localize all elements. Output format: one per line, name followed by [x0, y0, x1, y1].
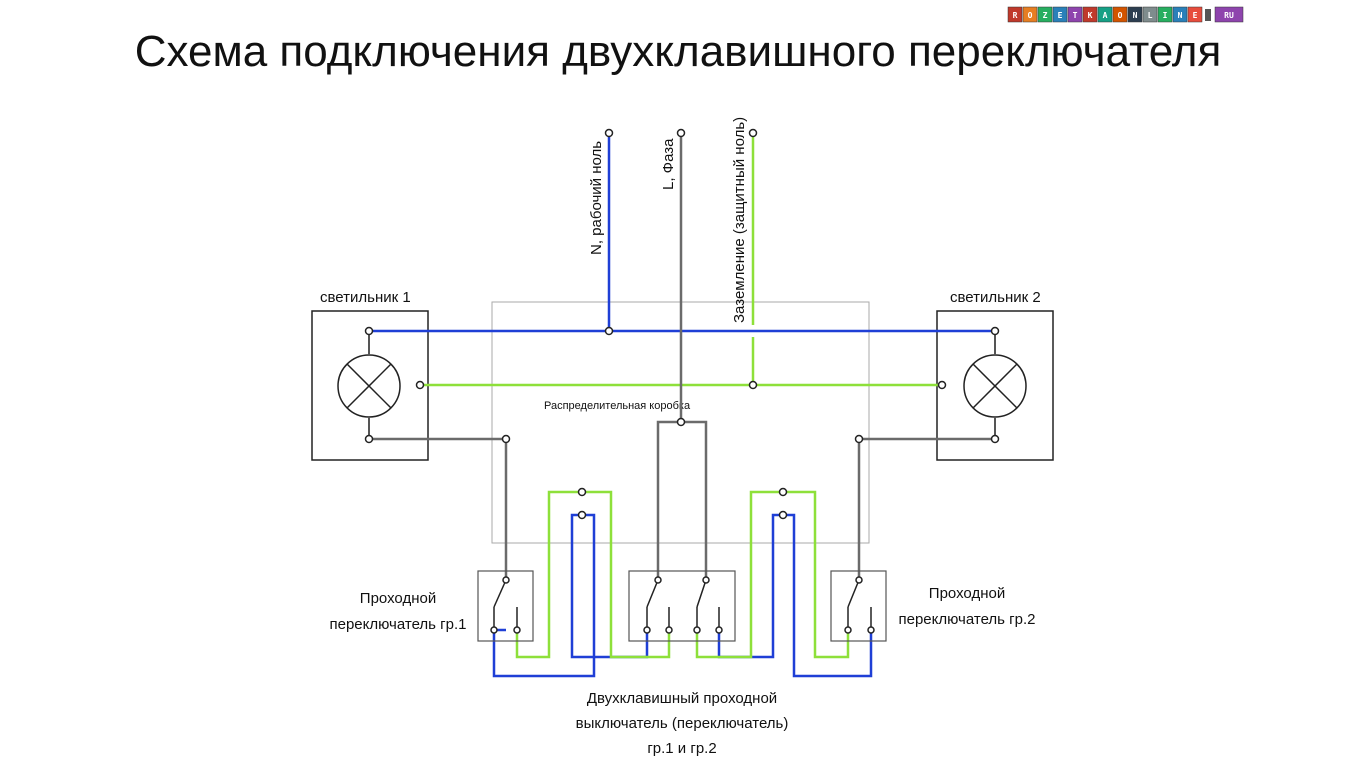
logo-letter: O: [1028, 11, 1033, 20]
logo-tile: [1187, 6, 1203, 23]
logo-tile: [1127, 6, 1143, 23]
switch-levers: [493, 579, 872, 628]
logo-tile: [1007, 6, 1023, 23]
logo-tile: [1037, 6, 1053, 23]
logo-tile: [1052, 6, 1068, 23]
switch-center-label-2: выключатель (переключатель): [576, 715, 789, 732]
lamp2-icon: [963, 354, 1027, 418]
ground-wire-label: Заземление (защитный ноль): [731, 117, 748, 323]
logo-letter: R: [1013, 11, 1018, 20]
logo-letter: A: [1103, 11, 1108, 20]
logo-letter: K: [1088, 11, 1093, 20]
switch-center-label-3: гр.1 и гр.2: [647, 740, 716, 757]
switch-left-label-2: переключатель гр.1: [330, 616, 467, 633]
logo-tile: [1082, 6, 1098, 23]
neutral-wire-label: N, рабочий ноль: [588, 141, 605, 255]
logo-letter: N: [1178, 11, 1183, 20]
diagram-title: Схема подключения двухклавишного переклю…: [135, 27, 1222, 76]
logo-tile: [1112, 6, 1128, 23]
switch-center-box: [628, 570, 736, 642]
switch-center-label-1: Двухклавишный проходной: [587, 690, 777, 707]
logo-letter: T: [1073, 11, 1078, 20]
logo-tile: [1067, 6, 1083, 23]
terminals: [364, 128, 1000, 634]
phase-wires: [369, 133, 995, 578]
switch-right-label-2: переключатель гр.2: [899, 611, 1036, 628]
logo-tile: [1022, 6, 1038, 23]
logo-letter: E: [1193, 11, 1198, 20]
site-logo: R O Z E T K A O N L I N E RU: [1007, 6, 1244, 23]
junction-box-label: Распределительная коробка: [544, 400, 691, 412]
logo-letter: O: [1118, 11, 1123, 20]
phase-wire-label: L, Фаза: [660, 138, 677, 190]
switch-right-label-1: Проходной: [929, 585, 1005, 602]
logo-letter: L: [1148, 11, 1153, 20]
logo-letter: I: [1163, 11, 1168, 20]
logo-tile: [1157, 6, 1173, 23]
plug-icon: [1205, 9, 1211, 21]
switch-left-label-1: Проходной: [360, 590, 436, 607]
logo-letter: Z: [1043, 11, 1048, 20]
switch-left-box: [477, 570, 534, 642]
switch-right-box: [830, 570, 887, 642]
neutral-wires: [369, 133, 995, 678]
lamp1-label: светильник 1: [320, 289, 411, 306]
logo-suffix: RU: [1224, 11, 1234, 20]
logo-tile: [1172, 6, 1188, 23]
logo-tile: [1097, 6, 1113, 23]
lamp1-icon: [337, 354, 401, 418]
logo-letter: N: [1133, 11, 1138, 20]
logo-tile: [1142, 6, 1158, 23]
logo-suffix-tile: [1214, 6, 1244, 23]
lamp2-label: светильник 2: [950, 289, 1041, 306]
logo-letter: E: [1058, 11, 1063, 20]
